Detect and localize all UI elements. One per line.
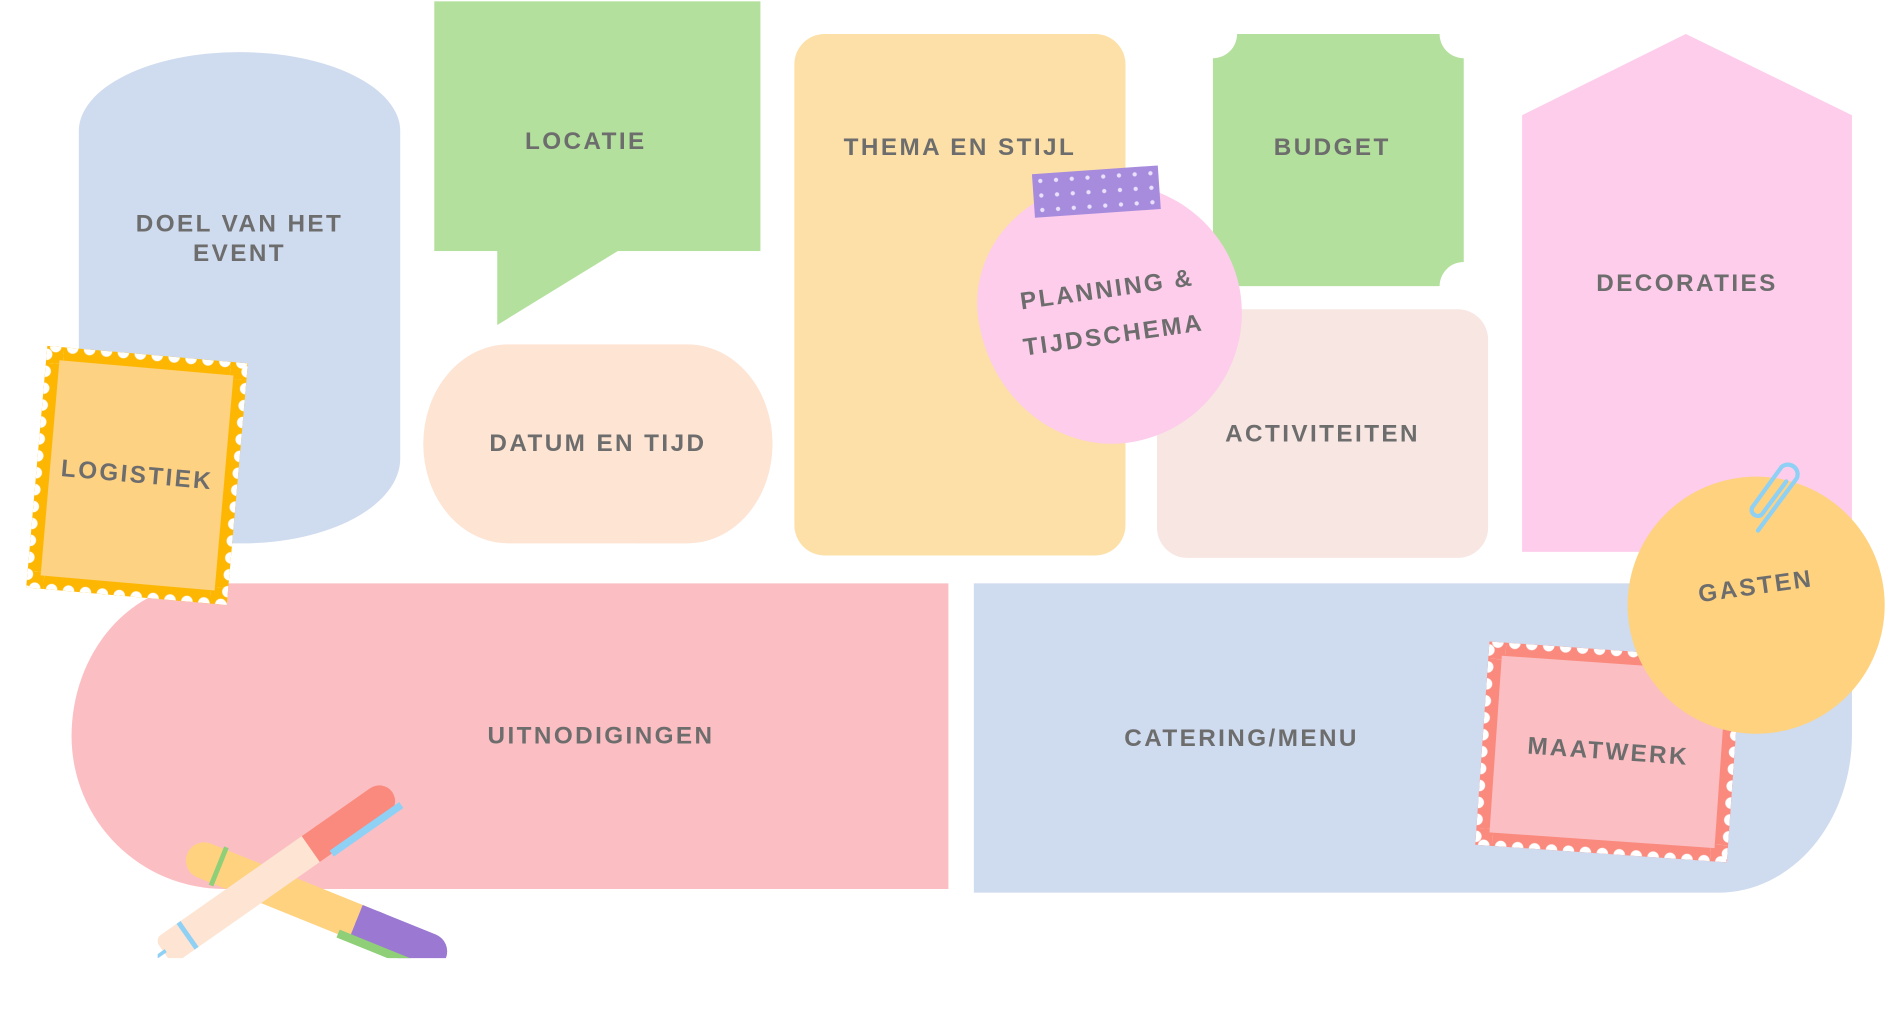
card-budget: BUDGET: [1213, 121, 1452, 174]
marker-icon: [185, 842, 448, 959]
washi-tape: [1031, 165, 1161, 218]
card-decoraties: DECORATIES: [1522, 257, 1852, 310]
card-maatwerk-label: MAATWERK: [1526, 732, 1690, 771]
pen-icon: [157, 785, 404, 959]
card-gasten: GASTEN: [1627, 476, 1885, 734]
card-decoraties-house: [1522, 33, 1852, 552]
card-planning-label-2: TIJDSCHEMA: [1021, 309, 1206, 362]
card-budget-ticket: [1212, 33, 1464, 287]
card-thema-label: THEMA EN STIJL: [843, 134, 1077, 162]
card-uitnodigingen-label: UITNODIGINGEN: [487, 722, 715, 750]
pens-illustration: [157, 785, 448, 959]
card-datum-label: DATUM EN TIJD: [489, 430, 707, 458]
card-locatie-label: LOCATIE: [524, 128, 647, 156]
card-catering-label: CATERING/MENU: [1124, 724, 1359, 752]
card-decoraties-label: DECORATIES: [1596, 270, 1778, 298]
card-gasten-label: GASTEN: [1697, 565, 1816, 609]
card-activiteiten-label: ACTIVITEITEN: [1225, 420, 1420, 447]
paperclip-icon: [1749, 462, 1800, 533]
card-locatie: LOCATIE: [434, 115, 737, 168]
card-doel-label: DOEL VAN HET EVENT: [135, 211, 344, 267]
card-logistiek-label: LOGISTIEK: [59, 455, 215, 496]
card-planning-label-1: PLANNING &: [1018, 264, 1196, 316]
card-locatie-bubble: [434, 1, 761, 326]
card-logistiek-stamp: LOGISTIEK: [26, 345, 248, 606]
card-uitnodigingen: UITNODIGINGEN: [71, 583, 949, 889]
card-budget-label: BUDGET: [1273, 134, 1391, 162]
card-datum: DATUM EN TIJD: [423, 344, 773, 544]
